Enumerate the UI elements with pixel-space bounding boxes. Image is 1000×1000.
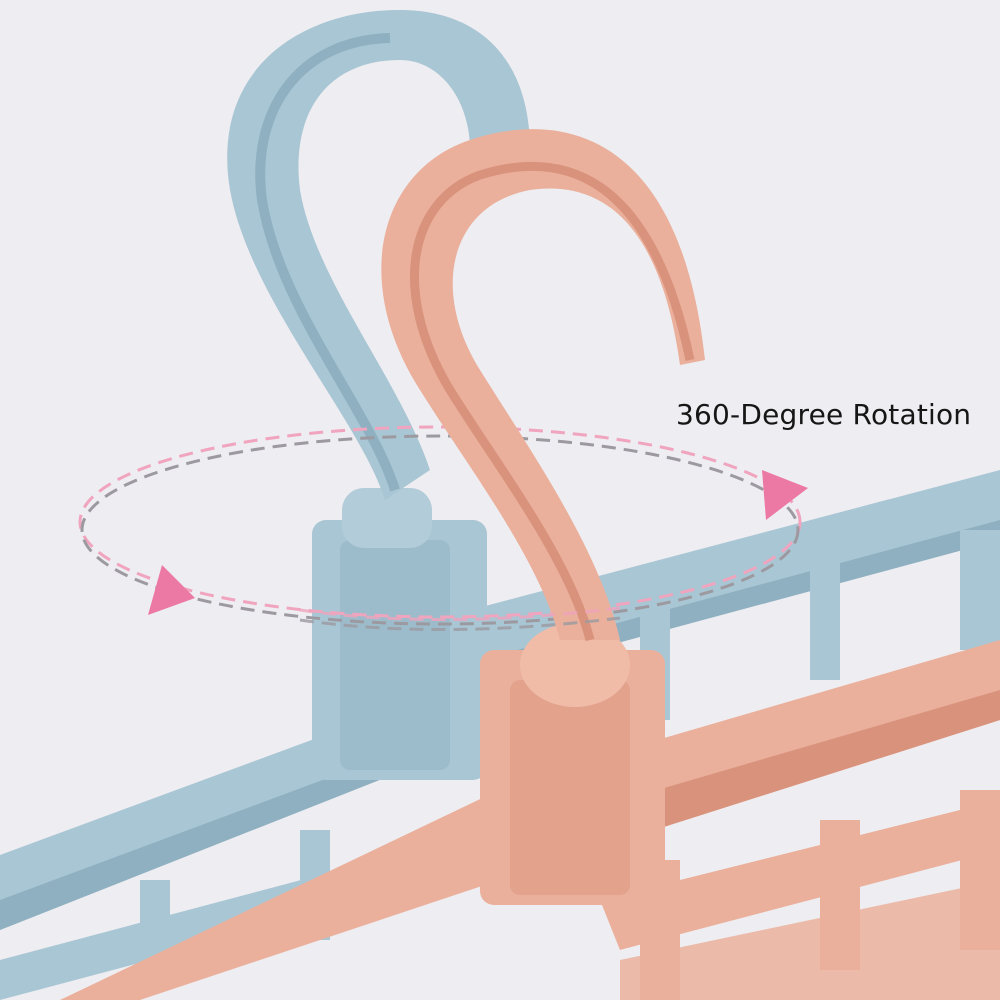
- pink-hanger: [60, 129, 1000, 1000]
- rotation-caption: 360-Degree Rotation: [676, 398, 972, 431]
- arrow-left-icon: [148, 565, 195, 615]
- rotation-indicator-front: [299, 606, 621, 631]
- arrow-right-icon: [762, 470, 808, 520]
- rotation-indicator: [78, 425, 808, 626]
